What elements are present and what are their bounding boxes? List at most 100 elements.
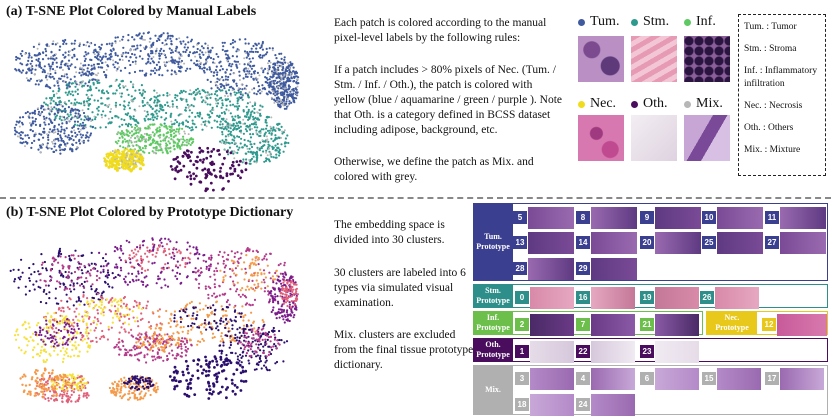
scatter-point: [63, 132, 66, 135]
scatter-point: [53, 106, 56, 109]
scatter-point: [229, 341, 232, 344]
scatter-point: [158, 73, 161, 76]
scatter-point: [235, 122, 238, 125]
scatter-point: [176, 277, 179, 280]
scatter-point: [184, 109, 187, 112]
scatter-point: [96, 54, 99, 58]
scatter-point: [253, 101, 256, 104]
patch-mixture: [684, 115, 730, 161]
scatter-point: [62, 53, 65, 56]
scatter-point: [49, 321, 52, 324]
scatter-point: [264, 76, 267, 79]
scatter-point: [93, 316, 96, 319]
scatter-point: [216, 98, 218, 101]
scatter-point: [43, 71, 47, 74]
scatter-point: [40, 146, 43, 149]
scatter-point: [48, 45, 50, 48]
scatter-point: [182, 325, 185, 329]
scatter-point: [46, 312, 49, 315]
scatter-point: [134, 89, 137, 92]
scatter-point: [250, 342, 253, 345]
scatter-point: [201, 117, 204, 120]
scatter-point: [30, 146, 33, 149]
scatter-point: [102, 70, 106, 74]
scatter-point: [194, 306, 197, 309]
scatter-point: [177, 138, 180, 141]
scatter-point: [99, 48, 102, 51]
scatter-point: [200, 45, 204, 48]
scatter-point: [247, 110, 250, 113]
scatter-point: [277, 308, 281, 311]
scatter-point: [271, 49, 274, 52]
scatter-point: [251, 88, 254, 91]
scatter-point: [262, 69, 265, 72]
scatter-point: [195, 59, 198, 63]
scatter-point: [128, 308, 131, 311]
scatter-point: [282, 131, 285, 134]
scatter-point: [222, 117, 225, 120]
scatter-point: [105, 68, 108, 71]
scatter-point: [179, 318, 183, 321]
scatter-point: [28, 277, 31, 280]
scatter-point: [253, 107, 256, 110]
scatter-point: [115, 69, 118, 72]
scatter-point: [230, 65, 233, 68]
scatter-point: [259, 343, 263, 346]
scatter-point: [143, 96, 146, 100]
scatter-point: [39, 279, 42, 282]
scatter-point: [21, 50, 24, 53]
scatter-point: [231, 268, 234, 271]
scatter-point: [198, 282, 201, 285]
scatter-point: [184, 265, 187, 268]
scatter-point: [215, 102, 218, 105]
scatter-point: [118, 274, 121, 277]
scatter-point: [117, 116, 120, 119]
scatter-point: [285, 88, 288, 91]
scatter-point: [275, 97, 279, 100]
scatter-point: [255, 129, 258, 132]
scatter-point: [26, 63, 29, 66]
scatter-point: [264, 338, 267, 341]
scatter-point: [188, 115, 191, 118]
scatter-point: [112, 92, 115, 95]
scatter-point: [260, 334, 263, 338]
scatter-point: [262, 128, 265, 131]
scatter-point: [107, 165, 111, 169]
scatter-point: [180, 42, 183, 45]
scatter-point: [250, 337, 254, 340]
scatter-point: [38, 79, 41, 81]
scatter-point: [284, 286, 288, 289]
scatter-point: [226, 59, 229, 62]
scatter-point: [24, 293, 27, 296]
scatter-point: [135, 304, 139, 307]
scatter-point: [90, 251, 93, 254]
scatter-point: [65, 127, 68, 130]
scatter-point: [165, 142, 168, 145]
scatter-point: [24, 327, 28, 331]
scatter-point: [41, 267, 44, 270]
scatter-point: [38, 132, 41, 135]
scatter-point: [74, 66, 77, 69]
scatter-point: [243, 63, 246, 66]
scatter-point: [197, 257, 200, 260]
scatter-point: [281, 132, 284, 135]
scatter-point: [256, 146, 259, 149]
scatter-point: [124, 123, 128, 126]
scatter-point: [275, 57, 278, 60]
scatter-point: [107, 328, 110, 331]
scatter-point: [50, 315, 53, 318]
scatter-point: [281, 272, 284, 275]
scatter-point: [49, 279, 52, 282]
scatter-point: [229, 275, 232, 278]
scatter-point: [266, 138, 269, 141]
scatter-point: [49, 69, 52, 72]
scatter-point: [51, 75, 54, 78]
scatter-point: [119, 313, 122, 316]
scatter-point: [104, 61, 107, 64]
scatter-point: [269, 292, 272, 295]
scatter-point: [255, 355, 258, 358]
scatter-point: [227, 153, 230, 156]
scatter-point: [38, 138, 41, 141]
scatter-point: [138, 105, 141, 108]
scatter-point: [83, 264, 86, 268]
